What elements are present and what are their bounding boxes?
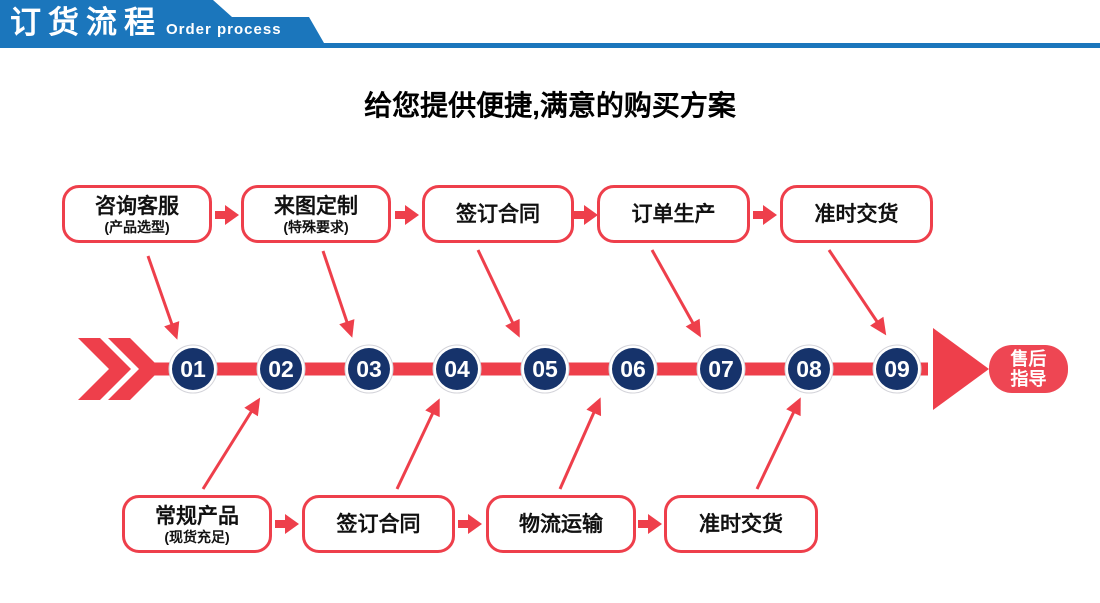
page-title: 给您提供便捷,满意的购买方案	[364, 90, 736, 121]
timeline-chevron-icon	[78, 338, 131, 400]
box-regular-product: 常规产品 (现货充足)	[122, 495, 272, 553]
step-number: 05	[532, 356, 558, 382]
step-circle	[172, 348, 214, 390]
step-number: 08	[796, 356, 822, 382]
header: 订货流程 Order process	[10, 0, 282, 43]
timeline-arrowhead-icon	[933, 328, 989, 410]
box-custom-drawing: 来图定制 (特殊要求)	[241, 185, 391, 243]
diagonal-arrow-icon	[476, 249, 520, 338]
diagonal-arrow-icon	[650, 249, 701, 338]
diagonal-arrow-icon	[321, 250, 355, 338]
connector-arrow-icon	[638, 514, 662, 534]
box-sign-contract-bottom: 签订合同	[302, 495, 455, 553]
diagonal-arrow-icon	[827, 249, 887, 336]
box-sign-contract-top: 签订合同	[422, 185, 574, 243]
connector-arrow-icon	[275, 514, 299, 534]
step-number: 04	[444, 356, 470, 382]
connector-arrow-icon	[395, 205, 419, 225]
diagonal-arrow-icon	[395, 398, 440, 490]
connector-arrow-icon	[753, 205, 777, 225]
box-on-time-delivery-bottom: 准时交货	[664, 495, 818, 553]
connector-arrow-icon	[215, 205, 239, 225]
badge-line1: 售后	[1010, 349, 1047, 369]
box-subtitle: (特殊要求)	[283, 218, 349, 235]
diagonal-arrow-icon	[558, 397, 602, 490]
step-circle	[524, 348, 566, 390]
diagonal-arrow-icon	[201, 397, 261, 490]
header-banner	[0, 0, 1100, 48]
step-number: 09	[884, 356, 910, 382]
box-on-time-delivery-top: 准时交货	[780, 185, 933, 243]
box-title: 来图定制	[274, 194, 358, 218]
step-circle	[348, 348, 390, 390]
box-title: 订单生产	[631, 202, 716, 226]
step-circle	[260, 348, 302, 390]
step-number: 07	[708, 356, 734, 382]
box-consult-service: 咨询客服 (产品选型)	[62, 185, 212, 243]
step-circles: 01 02 03 04 05 06 07 08 09	[168, 344, 922, 394]
header-subtitle: Order process	[166, 21, 282, 38]
step-number: 06	[620, 356, 646, 382]
header-title: 订货流程	[10, 5, 162, 40]
box-title: 咨询客服	[95, 194, 179, 218]
box-title: 常规产品	[155, 504, 239, 528]
diagonal-arrow-icon	[146, 255, 180, 340]
connector-arrow-icon	[574, 205, 598, 225]
box-title: 物流运输	[519, 512, 603, 536]
diagonal-arrow-icon	[755, 397, 801, 490]
step-circle	[876, 348, 918, 390]
box-title: 签订合同	[456, 202, 540, 226]
step-number: 03	[356, 356, 382, 382]
step-number: 02	[268, 356, 294, 382]
box-logistics-transport: 物流运输	[486, 495, 636, 553]
box-title: 签订合同	[336, 512, 421, 536]
badge-line2: 指导	[1010, 369, 1047, 389]
box-subtitle: (现货充足)	[164, 528, 230, 545]
step-circle	[436, 348, 478, 390]
step-circle	[700, 348, 742, 390]
step-number: 01	[180, 356, 206, 382]
connector-arrow-icon	[458, 514, 482, 534]
box-subtitle: (产品选型)	[104, 218, 170, 235]
box-order-production: 订单生产	[597, 185, 750, 243]
step-circle	[612, 348, 654, 390]
step-circle	[788, 348, 830, 390]
box-title: 准时交货	[814, 202, 899, 226]
header-banner-shape	[0, 0, 1100, 48]
box-title: 准时交货	[699, 512, 783, 536]
after-sales-badge: 售后 指导	[989, 345, 1068, 393]
